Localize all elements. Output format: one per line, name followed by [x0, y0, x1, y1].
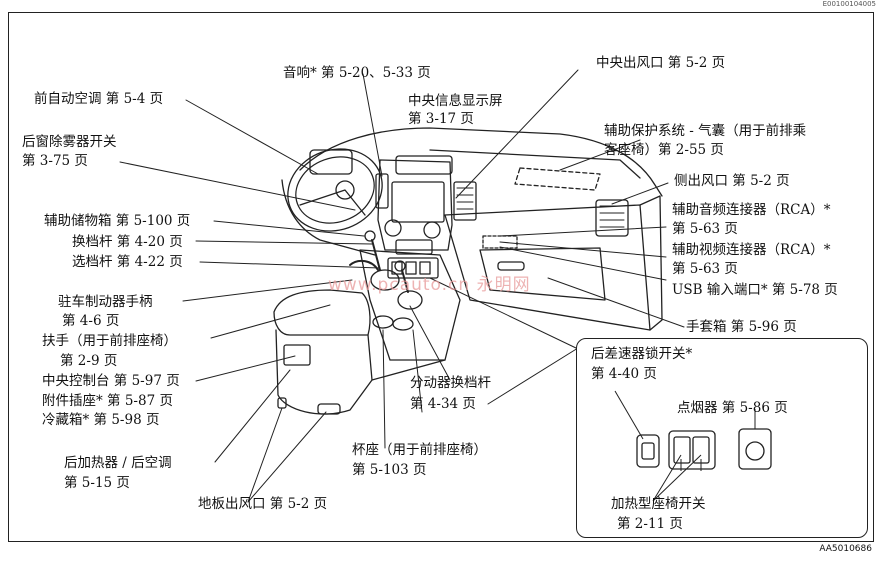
floor-vent-rear: [317, 403, 341, 415]
diff-lock-switch: [636, 434, 660, 468]
label-rear-heater: 后加热器 / 后空调: [64, 455, 172, 471]
label-seat-heater-page: 第 2-11 页: [617, 516, 683, 532]
cup-holder: [372, 315, 394, 329]
label-parking-brake-page: 第 4-6 页: [62, 313, 120, 329]
label-rear-heater-page: 第 5-15 页: [64, 475, 130, 491]
glove-box: [479, 247, 606, 301]
passenger-dash-face: [444, 204, 651, 331]
center-screen: [391, 181, 445, 223]
label-cooler-box: 冷藏箱* 第 5-98 页: [42, 412, 160, 428]
label-cup-holder: 杯座（用于前排座椅）: [352, 442, 487, 458]
ac-knob-right: [423, 221, 441, 239]
ac-panel: [395, 239, 433, 255]
label-audio: 音响* 第 5-20、5-33 页: [283, 65, 431, 81]
side-vent: [595, 199, 629, 237]
instrument-cluster: [309, 149, 353, 175]
label-seat-heater: 加热型座椅开关: [611, 496, 706, 512]
leader-lines: [119, 69, 685, 503]
inset-illustration: [614, 390, 772, 502]
label-armrest-page: 第 2-9 页: [60, 353, 118, 369]
label-rear-defogger-page: 第 3-75 页: [22, 153, 88, 169]
center-stack: [377, 159, 453, 251]
label-cigarette-lighter: 点烟器 第 5-86 页: [677, 400, 788, 416]
label-usb-port: USB 输入端口* 第 5-78 页: [672, 282, 838, 298]
figure-code: AA5010686: [819, 544, 872, 554]
armrest: [273, 289, 371, 336]
label-aux-audio: 辅助音频连接器（RCA）*: [672, 202, 831, 218]
label-side-vent: 侧出风口 第 5-2 页: [674, 173, 790, 189]
dashboard-upper-edge: [429, 149, 641, 179]
label-glove-box: 手套箱 第 5-96 页: [686, 319, 797, 335]
label-shift-lever: 换档杆 第 4-20 页: [72, 234, 183, 250]
cigarette-lighter: [745, 441, 765, 461]
rear-ac-panel: [283, 344, 311, 366]
airbag-area: [514, 167, 601, 191]
label-diff-lock: 后差速器锁开关*: [591, 346, 693, 362]
label-cup-holder-page: 第 5-103 页: [352, 462, 427, 478]
cigarette-lighter-panel: [738, 428, 772, 470]
label-armrest: 扶手（用于前排座椅）: [42, 333, 177, 349]
label-info-display: 中央信息显示屏: [408, 93, 503, 109]
ac-knob-left: [384, 219, 402, 237]
label-center-vent: 中央出风口 第 5-2 页: [596, 55, 726, 71]
label-aux-video: 辅助视频连接器（RCA）*: [672, 242, 831, 258]
label-front-auto-ac: 前自动空调 第 5-4 页: [34, 91, 164, 107]
label-aux-storage: 辅助储物箱 第 5-100 页: [44, 213, 191, 229]
switch-panel: [387, 257, 439, 279]
label-aux-video-page: 第 5-63 页: [672, 261, 738, 277]
info-display-housing: [395, 155, 453, 175]
figure-frame: [8, 12, 874, 542]
rear-console: [275, 329, 373, 415]
transfer-boot: [397, 290, 423, 310]
label-rear-defogger: 后窗除雾器开关: [22, 134, 117, 150]
label-accessory-socket: 附件插座* 第 5-87 页: [42, 393, 173, 409]
seat-heater-switch-panel: [668, 430, 716, 470]
label-transfer-lever: 分动器换档杆: [410, 375, 491, 391]
label-transfer-lever-page: 第 4-34 页: [410, 396, 476, 412]
steering-hub: [335, 180, 355, 200]
watermark: www.pcauto.cn 永明网: [328, 275, 531, 295]
label-aux-audio-page: 第 5-63 页: [672, 221, 738, 237]
label-parking-brake: 驻车制动器手柄: [58, 294, 153, 310]
label-srs-airbag-page: 客座椅）第 2-55 页: [604, 142, 724, 158]
label-floor-vent: 地板出风口 第 5-2 页: [198, 496, 328, 512]
label-diff-lock-page: 第 4-40 页: [591, 366, 657, 382]
steering-wheel: [287, 148, 383, 232]
dash-lower-right: [639, 195, 663, 331]
label-srs-airbag: 辅助保护系统 - 气囊（用于前排乘: [604, 123, 807, 139]
center-vent-right: [453, 181, 477, 221]
label-info-display-page: 第 3-17 页: [408, 111, 474, 127]
glove-box-handle: [497, 261, 525, 271]
document-code: E00100104005: [822, 0, 876, 8]
inset-switch-detail: 后差速器锁开关* 第 4-40 页 点烟器 第 5-86 页 加热型座椅开关 第…: [576, 338, 868, 538]
dashboard-top-outline: [299, 127, 663, 197]
label-selector-lever: 选档杆 第 4-22 页: [72, 254, 183, 270]
shift-boot: [370, 269, 400, 291]
label-center-console: 中央控制台 第 5-97 页: [42, 373, 180, 389]
